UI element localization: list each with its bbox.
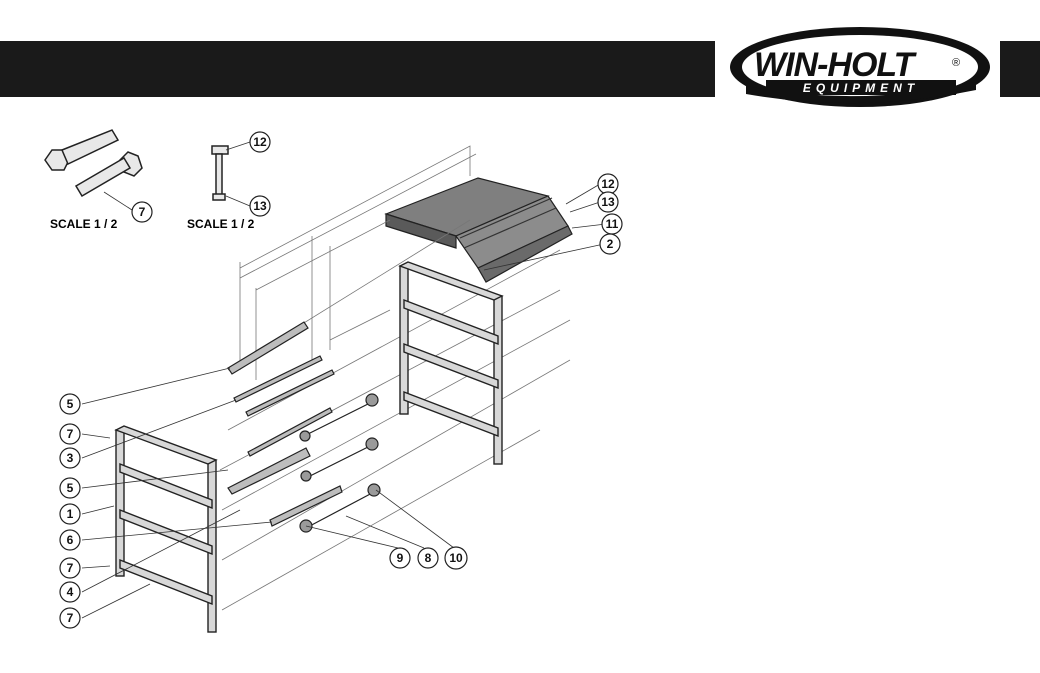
header-bar bbox=[0, 41, 715, 97]
callout-9-label: 9 bbox=[397, 551, 404, 565]
callout-7-upper-label: 7 bbox=[67, 427, 74, 441]
callout-7-top-label: 7 bbox=[139, 205, 146, 219]
callout-12-top-label: 12 bbox=[253, 135, 267, 149]
callout-8-label: 8 bbox=[425, 551, 432, 565]
callout-4-label: 4 bbox=[67, 585, 74, 599]
bolt-small-drawing bbox=[212, 146, 228, 200]
callout-5-lower-label: 5 bbox=[67, 481, 74, 495]
callout-1-label: 1 bbox=[67, 507, 74, 521]
logo-registered: ® bbox=[952, 57, 960, 69]
callout-11-label: 11 bbox=[606, 217, 619, 231]
win-holt-logo: WIN-HOLT ® EQUIPMENT bbox=[726, 24, 994, 110]
callout-12-right-label: 12 bbox=[601, 177, 615, 191]
callout-5-upper-label: 5 bbox=[67, 397, 74, 411]
callout-3-label: 3 bbox=[67, 451, 74, 465]
scale-label-right: SCALE 1 / 2 bbox=[187, 217, 255, 231]
frame-right-drawing bbox=[400, 262, 502, 464]
bolt-large-drawing bbox=[45, 130, 142, 196]
callout-7-mid-label: 7 bbox=[67, 561, 74, 575]
callout-6-label: 6 bbox=[67, 533, 74, 547]
callout-10-label: 10 bbox=[449, 551, 463, 565]
assembly-diagram: SCALE 1 / 2 SCALE 1 / 2 bbox=[0, 110, 640, 650]
callout-7-bottom-label: 7 bbox=[67, 611, 74, 625]
scale-label-left: SCALE 1 / 2 bbox=[50, 217, 118, 231]
header-tab bbox=[1000, 41, 1040, 97]
callout-13-top-label: 13 bbox=[253, 199, 267, 213]
spindles-drawing bbox=[300, 394, 380, 532]
callout-2-label: 2 bbox=[607, 237, 614, 251]
logo-sub: EQUIPMENT bbox=[803, 81, 919, 95]
callout-13-right-label: 13 bbox=[601, 195, 615, 209]
rods-drawing bbox=[228, 322, 342, 526]
logo-name: WIN-HOLT bbox=[754, 46, 918, 84]
